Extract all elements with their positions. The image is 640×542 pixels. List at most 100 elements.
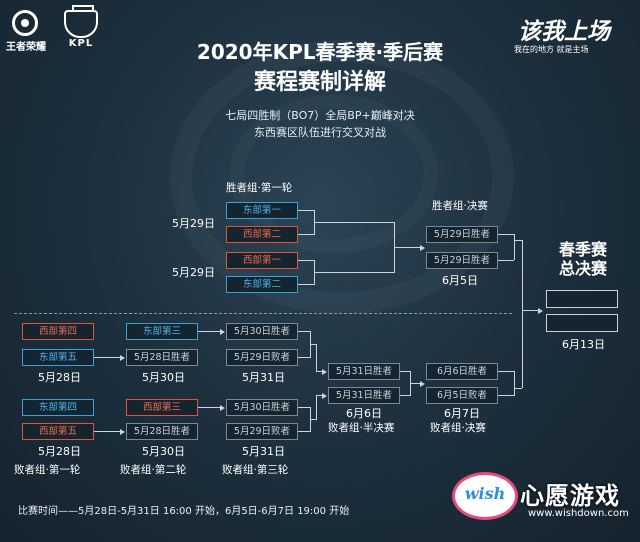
wish-badge-text: wish	[464, 484, 506, 503]
connector	[400, 395, 410, 396]
connector	[400, 371, 410, 372]
connector	[298, 357, 310, 358]
connector	[298, 260, 314, 261]
losers-final-date: 6月7日	[444, 407, 480, 420]
winners-final-label: 胜者组·决赛	[432, 200, 488, 212]
team-slot: 5月30日胜者	[226, 399, 298, 416]
arrow-icon	[538, 308, 543, 314]
team-slot: 5月28日胜者	[126, 349, 198, 366]
arrow-icon	[120, 355, 125, 361]
rule-line-1: 七局四胜制（BO7）全局BP+巅峰对决	[225, 109, 415, 122]
grand-final-label: 春季赛 总决赛	[548, 240, 618, 278]
connector	[298, 210, 314, 211]
page-title: 2020年KPL春季赛·季后赛	[196, 40, 444, 64]
team-slot: 5月30日胜者	[226, 323, 298, 340]
connector	[298, 407, 310, 408]
connector	[198, 331, 220, 332]
bracket-divider	[14, 313, 512, 314]
arrow-icon	[420, 381, 425, 387]
team-slot: 6月5日败者	[426, 387, 498, 404]
connector	[514, 388, 522, 389]
winners-match1-date: 5月29日	[172, 217, 215, 230]
arrow-icon	[220, 405, 225, 411]
losers-r1a-date: 5月28日	[38, 371, 81, 384]
connector	[522, 240, 523, 388]
page-subtitle: 赛程赛制详解	[253, 70, 386, 95]
team-slot: 5月29日败者	[226, 423, 298, 440]
losers-round1-label: 败者组·第一轮	[14, 464, 81, 476]
connector	[94, 431, 120, 432]
grand-final-date: 6月13日	[562, 338, 605, 351]
connector	[310, 419, 316, 420]
team-slot: 东部第三	[126, 323, 198, 340]
watermark-url: www.wishdown.com	[528, 508, 629, 519]
losers-semi-date: 6月6日	[346, 407, 382, 420]
watermark-name: 心愿游戏	[520, 482, 620, 510]
connector	[298, 284, 314, 285]
connector	[316, 395, 323, 396]
connector	[316, 344, 317, 371]
connector	[316, 395, 317, 420]
connector	[316, 371, 323, 372]
connector	[314, 272, 394, 273]
connector	[198, 407, 220, 408]
connector	[498, 260, 514, 261]
wish-badge-icon	[452, 472, 518, 520]
winners-round1-label: 胜者组·第一轮	[226, 182, 293, 194]
connector	[514, 371, 515, 396]
honor-of-kings-logo-icon	[12, 10, 38, 36]
team-slot: 5月29日胜者	[426, 226, 498, 243]
team-slot: 西部第四	[22, 323, 94, 340]
honor-of-kings-logo-text: 王者荣耀	[6, 42, 46, 53]
team-slot: 6月6日胜者	[426, 363, 498, 380]
tagline: 我在的地方 就是主场	[514, 45, 589, 54]
connector	[310, 344, 316, 345]
connector	[498, 395, 514, 396]
team-slot: 西部第一	[226, 252, 298, 269]
losers-r2b-date: 5月30日	[142, 445, 185, 458]
team-slot: 西部第二	[226, 226, 298, 243]
arrow-icon	[322, 369, 327, 375]
losers-semi-label: 败者组·半决赛	[328, 422, 395, 434]
grand-final-label-line2: 总决赛	[558, 259, 607, 278]
slogan: 该我上场	[518, 18, 610, 45]
losers-r1b-date: 5月28日	[38, 445, 81, 458]
team-slot: 东部第四	[22, 399, 94, 416]
team-slot: 东部第五	[22, 349, 94, 366]
connector	[498, 371, 514, 372]
arrow-icon	[120, 429, 125, 435]
connector	[314, 222, 394, 223]
winners-match2-date: 5月29日	[172, 266, 215, 279]
losers-round3-label: 败者组·第三轮	[222, 464, 289, 476]
connector	[298, 234, 314, 235]
team-slot: 西部第五	[22, 423, 94, 440]
winners-final-date: 6月5日	[442, 274, 478, 287]
arrow-icon	[322, 393, 327, 399]
connector	[394, 247, 421, 248]
connector	[298, 431, 310, 432]
grand-final-label-line1: 春季赛	[558, 240, 607, 259]
connector	[498, 234, 514, 235]
connector	[514, 234, 515, 260]
arrow-icon	[220, 329, 225, 335]
losers-final-label: 败者组·决赛	[430, 422, 486, 434]
schedule-footer: 比赛时间——5月28日-5月31日 16:00 开始，6月5日-6月7日 19:…	[18, 506, 350, 517]
team-slot: 5月31日胜者	[328, 387, 400, 404]
losers-r3a-date: 5月31日	[242, 371, 285, 384]
connector	[298, 331, 310, 332]
kpl-logo-text: KPL	[68, 38, 94, 49]
team-slot: 5月28日胜者	[126, 423, 198, 440]
losers-r2a-date: 5月30日	[142, 371, 185, 384]
kpl-crown-icon	[64, 5, 98, 38]
connector	[94, 357, 120, 358]
connector	[514, 240, 522, 241]
team-slot: 东部第二	[226, 276, 298, 293]
grand-final-slot	[546, 290, 618, 308]
team-slot: 5月29日败者	[226, 349, 298, 366]
losers-round2-label: 败者组·第二轮	[120, 464, 187, 476]
losers-r3b-date: 5月31日	[242, 445, 285, 458]
team-slot: 东部第一	[226, 202, 298, 219]
team-slot: 5月29日胜者	[426, 252, 498, 269]
connector	[522, 310, 538, 311]
